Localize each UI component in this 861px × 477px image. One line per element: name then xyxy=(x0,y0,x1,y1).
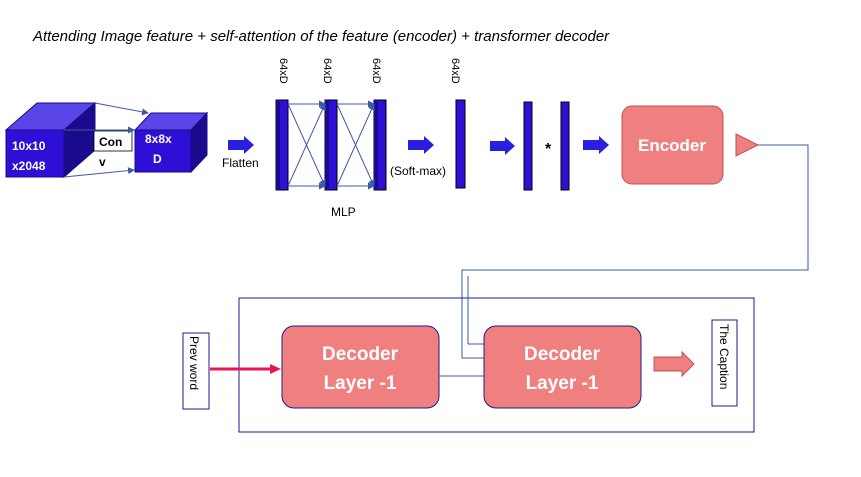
multiply-bar-2 xyxy=(560,101,570,191)
caption-box: The Caption xyxy=(711,319,738,407)
mlp-bar-2 xyxy=(324,99,338,191)
decoder-2-line1: Decoder xyxy=(524,344,601,365)
conv-output-block: 8x8x D xyxy=(133,111,209,174)
caption-label: The Caption xyxy=(717,324,731,389)
prev-word-box: Prev word xyxy=(182,332,210,410)
mlp-connections xyxy=(287,100,375,190)
decoder-1-line2: Layer -1 xyxy=(324,373,397,394)
flatten-label: Flatten xyxy=(222,156,259,170)
conv-label-line1: Con xyxy=(99,135,122,149)
conv-projection-lines xyxy=(63,102,149,178)
mlp-bar-3 xyxy=(373,99,387,191)
input-block-line1: 10x10 xyxy=(12,139,46,153)
softmax-arrow-icon xyxy=(408,136,434,154)
decoder-frame xyxy=(238,297,755,433)
layer-label-1: 64xD xyxy=(277,58,289,84)
layer-label-2: 64xD xyxy=(321,58,333,84)
input-block-line2: x2048 xyxy=(12,159,46,173)
encoder-arrow-icon xyxy=(583,136,609,154)
decoder-2-line2: Layer -1 xyxy=(526,373,599,394)
encoder-label: Encoder xyxy=(638,136,706,155)
decoder-layer-box-1: Decoder Layer -1 xyxy=(281,325,440,409)
layer-label-3: 64xD xyxy=(370,58,382,84)
mlp-bar-1 xyxy=(275,99,289,191)
softmax-label: (Soft-max) xyxy=(390,164,446,178)
diagram-title: Attending Image feature + self-attention… xyxy=(32,28,610,45)
multiply-symbol: * xyxy=(545,141,552,158)
conv-output-line1: 8x8x xyxy=(145,132,172,146)
softmax-bar xyxy=(455,99,466,189)
caption-arrow-icon xyxy=(653,350,695,378)
encoder-to-decoder-connector xyxy=(461,144,809,359)
multiply-bar-1 xyxy=(523,101,533,191)
mlp-label: MLP xyxy=(331,205,356,219)
conv-output-line2: D xyxy=(153,152,162,166)
decoder-1-line1: Decoder xyxy=(322,344,399,365)
encoder-output-triangle-icon xyxy=(735,133,760,157)
prev-word-label: Prev word xyxy=(187,336,201,390)
multiply-arrow-icon xyxy=(490,137,515,155)
conv-label-box: Con v xyxy=(93,130,133,169)
layer-label-4: 64xD xyxy=(449,58,461,84)
conv-label-line2: v xyxy=(99,155,106,169)
encoder-box: Encoder xyxy=(621,105,724,185)
prev-word-arrow-icon xyxy=(210,364,281,374)
input-feature-block: 10x10 x2048 xyxy=(4,101,97,179)
decoder-layer-box-2: Decoder Layer -1 xyxy=(483,325,642,409)
flatten-arrow-icon xyxy=(228,136,254,154)
